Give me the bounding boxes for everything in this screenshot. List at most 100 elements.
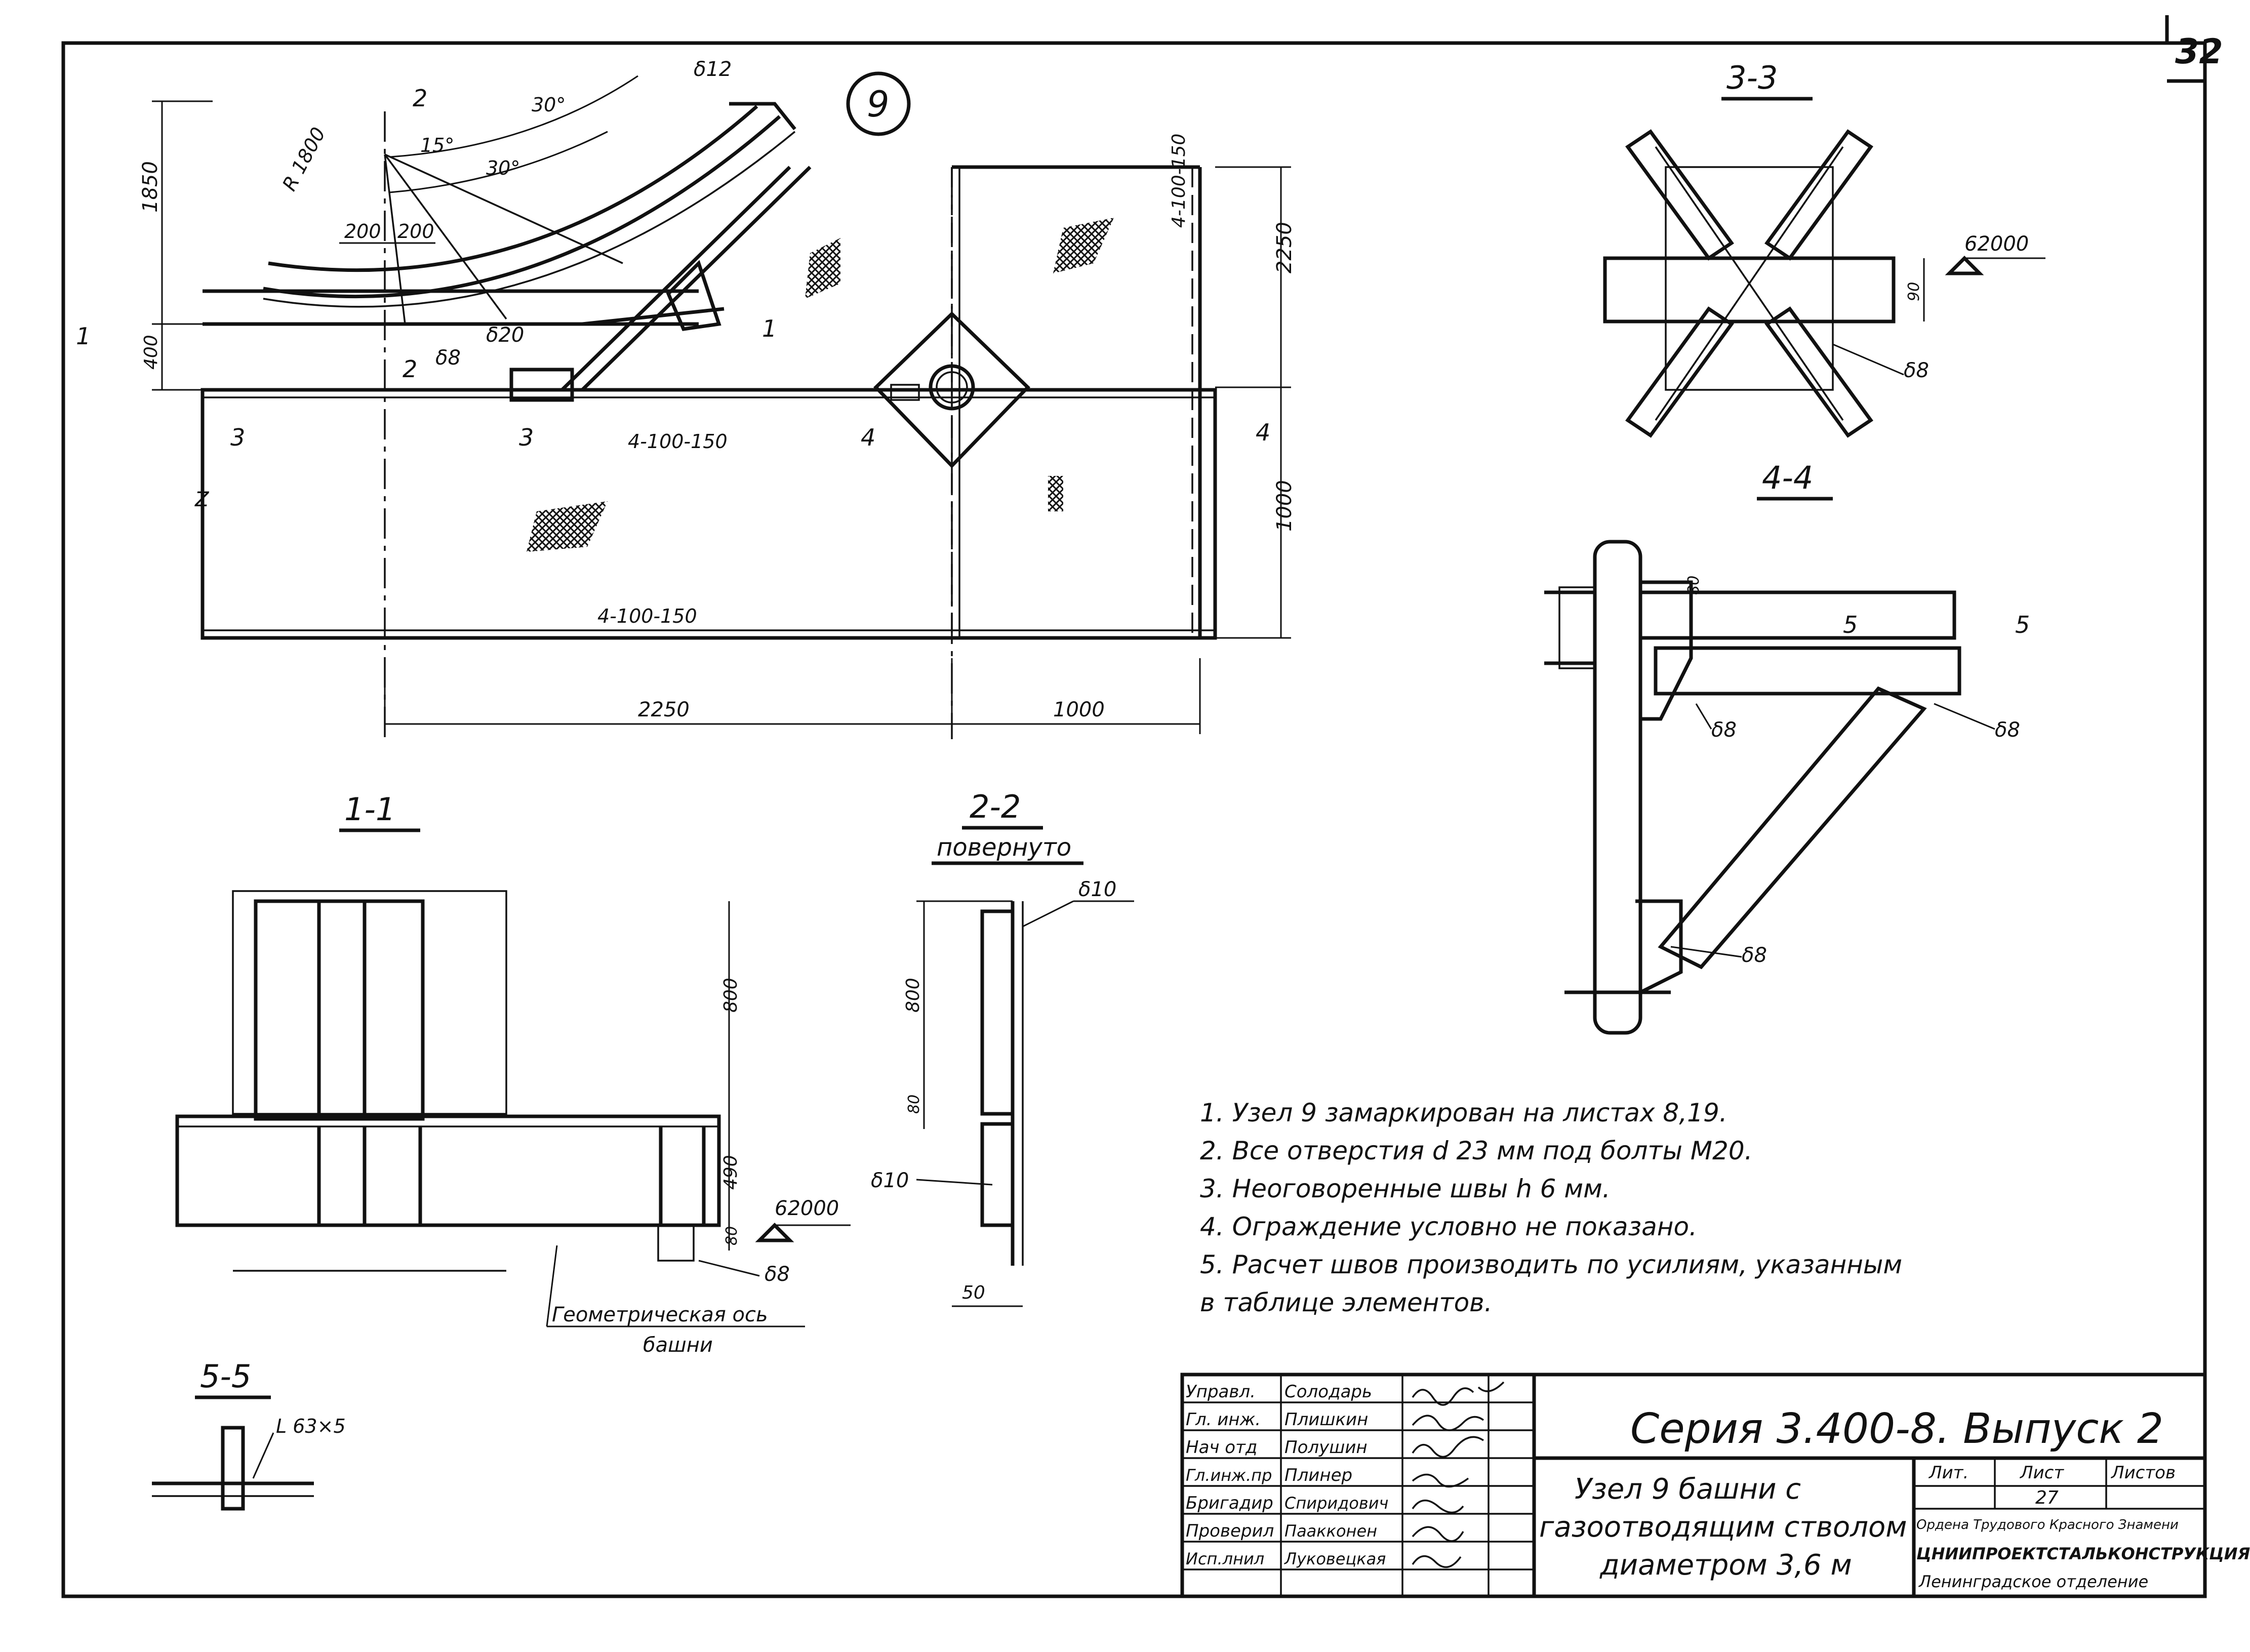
tb-role-4: Гл.инж.пр (1186, 1466, 1272, 1485)
section-5-5: 5-5 L 63×5 (152, 1358, 346, 1511)
note-1: 1. Узел 9 замаркирован на листах 8,19. (1200, 1098, 1727, 1127)
tb-org-2: ЦНИИПРОЕКТСТАЛЬКОНСТРУКЦИЯ (1916, 1544, 2250, 1563)
tb-role-5: Бригадир (1186, 1493, 1273, 1513)
sec44-title: 4-4 (1762, 459, 1813, 496)
section-3-right: 3 (519, 424, 534, 451)
dim-200-a: 200 (344, 220, 381, 243)
sec44-d8-b: δ8 (1995, 718, 2020, 742)
section-2-2: 2-2 повернуто 800 80 δ10 δ10 50 (871, 788, 1134, 1307)
sec11-axis-line1: Геометрическая ось (552, 1303, 768, 1326)
section-1-left: 1 (76, 323, 91, 350)
break-z-plan: Z (194, 488, 210, 511)
tb-role-3: Нач отд (1186, 1437, 1257, 1458)
dim-400: 400 (141, 335, 162, 370)
tb-title-1: Узел 9 башни с (1575, 1473, 1801, 1506)
node-9-number: 9 (867, 84, 890, 125)
sec55-angle: L 63×5 (276, 1415, 346, 1437)
sec11-mark: 62000 (775, 1197, 839, 1220)
sec11-dim-490: 490 (720, 1155, 741, 1190)
tb-series: Серия 3.400-8. Выпуск 2 (1630, 1405, 2163, 1453)
radius-label: R 1800 (278, 124, 330, 194)
grating-label-vertical: 4-100-150 (1169, 134, 1189, 228)
tb-sheet-label: Лист (2019, 1463, 2064, 1483)
tb-name-4: Плинер (1284, 1465, 1352, 1485)
angle-30-outer: 30° (532, 94, 566, 116)
sec33-d8: δ8 (1904, 359, 1929, 382)
tb-role-6: Проверил (1186, 1521, 1274, 1541)
sec33-mark: 62000 (1964, 232, 2029, 256)
node-9-circle (846, 71, 911, 136)
sec11-d8: δ8 (765, 1263, 790, 1286)
sec22-title: 2-2 (970, 788, 1021, 825)
sec44-dim-80: 80 (1685, 576, 1703, 595)
sec33-title: 3-3 (1726, 59, 1778, 96)
tb-name-7: Луковецкая (1284, 1549, 1386, 1568)
dim-1000-right: 1000 (1273, 480, 1296, 532)
sheet-number: 32 (2175, 32, 2223, 72)
tb-name-5: Спиридович (1284, 1494, 1388, 1513)
sec22-d10-a: δ10 (1078, 878, 1116, 901)
sec22-subtitle: повернуто (937, 833, 1071, 862)
section-4-4: 4-4 80 5 5 δ8 δ8 δ8 (1544, 459, 2030, 1035)
tb-title-3: диаметром 3,6 м (1599, 1549, 1852, 1582)
section-1-1: 1-1 800 490 80 62000 δ8 Геометрическая о… (175, 791, 851, 1357)
sec22-dim-50: 50 (962, 1282, 985, 1303)
dim-1000-bottom: 1000 (1053, 698, 1105, 721)
angle-15: 15° (420, 134, 454, 156)
dim-200-b: 200 (397, 220, 434, 243)
section-4-right: 4 (1256, 419, 1270, 446)
sec11-dim-800: 800 (720, 978, 741, 1013)
tb-role-2: Гл. инж. (1186, 1409, 1261, 1430)
sheet-frame: 32 (61, 15, 2223, 1598)
sec11-dim-80: 80 (723, 1226, 741, 1245)
signatures (1412, 1381, 1505, 1568)
dim-1850: 1850 (139, 161, 162, 213)
sec33-dim-90: 90 (1905, 282, 1923, 301)
tb-lit-label: Лит. (1928, 1463, 1968, 1483)
tb-org-3: Ленинградское отделение (1918, 1572, 2148, 1591)
section-2-bottom: 2 (403, 355, 417, 383)
sec11-axis-line2: башни (643, 1334, 713, 1357)
sec11-title: 1-1 (344, 791, 395, 828)
grating-label-bottom: 4-100-150 (597, 605, 697, 627)
tb-sheet-value: 27 (2035, 1487, 2059, 1508)
sec44-section-5b: 5 (2015, 611, 2030, 638)
tb-sheets-label: Листов (2110, 1463, 2176, 1483)
dim-2250-right: 2250 (1273, 222, 1296, 273)
title-block: Управл. Солодарь Гл. инж. Плишкин Нач от… (1180, 1373, 2250, 1598)
plate-d12: δ12 (694, 58, 732, 81)
tb-org-1: Ордена Трудового Красного Знамени (1916, 1517, 2179, 1533)
plate-d8: δ8 (435, 346, 461, 370)
sec55-title: 5-5 (200, 1358, 251, 1395)
sec44-d8-c: δ8 (1742, 944, 1767, 967)
sec22-d10-b: δ10 (871, 1169, 909, 1192)
section-2-top: 2 (413, 85, 427, 112)
sec22-dim-800: 800 (903, 978, 923, 1013)
section-3-3: 3-3 90 62000 δ8 (1603, 59, 2045, 438)
tb-role-7: Исп.лнил (1186, 1549, 1264, 1568)
plate-d20: δ20 (486, 324, 524, 347)
dim-2250-bottom: 2250 (638, 698, 690, 721)
tb-role-1: Управл. (1186, 1382, 1256, 1402)
tb-title-2: газоотводящим стволом (1539, 1511, 1907, 1544)
note-3: 3. Неоговоренные швы h 6 мм. (1200, 1174, 1611, 1203)
note-5: 5. Расчет швов производить по усилиям, у… (1200, 1250, 1902, 1279)
tb-name-2: Плишкин (1284, 1409, 1368, 1430)
sec44-section-5a: 5 (1843, 611, 1858, 638)
tb-name-1: Солодарь (1284, 1382, 1372, 1402)
sec22-dim-80: 80 (905, 1095, 923, 1114)
section-3-left: 3 (230, 424, 245, 451)
tb-name-6: Паакконен (1284, 1521, 1377, 1541)
notes: 1. Узел 9 замаркирован на листах 8,19. 2… (1200, 1098, 1902, 1317)
sec44-d8-a: δ8 (1711, 718, 1737, 742)
tb-name-3: Полушин (1284, 1437, 1368, 1458)
note-5-cont: в таблице элементов. (1200, 1288, 1493, 1317)
note-4: 4. Ограждение условно не показано. (1200, 1212, 1697, 1241)
angle-30-inner: 30° (486, 157, 520, 179)
plan-view: 2250 1000 2250 1000 1850 400 200 200 R 1… (76, 58, 1296, 739)
note-2: 2. Все отверстия d 23 мм под болты М20. (1200, 1136, 1753, 1165)
section-4-left: 4 (861, 424, 875, 451)
section-1-right: 1 (762, 315, 777, 342)
grating-label-mid: 4-100-150 (628, 430, 728, 453)
